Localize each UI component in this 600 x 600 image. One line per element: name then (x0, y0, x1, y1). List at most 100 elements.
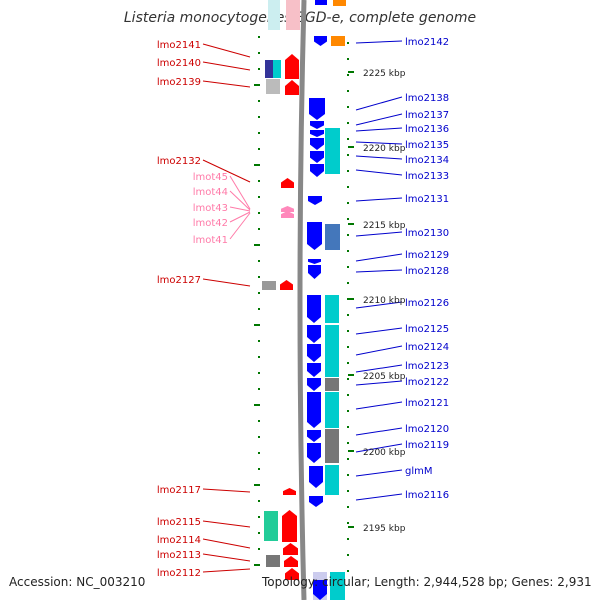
gene-label-right: lmo2128 (405, 266, 449, 277)
gene-label-left: lmot44 (193, 187, 228, 198)
leader-line (355, 269, 403, 273)
reverse-gene-arrow (310, 130, 324, 137)
gene-label-left: lmo2117 (157, 485, 201, 496)
forward-gene-arrow (284, 556, 298, 567)
leader-line (202, 43, 251, 58)
leader-line (229, 190, 251, 211)
leader-line (202, 159, 251, 183)
leader-line (202, 61, 251, 71)
tick-mark (254, 404, 260, 406)
gene-label-right: lmo2133 (405, 171, 449, 182)
leader-line (355, 96, 403, 111)
gene-label-right: lmo2137 (405, 110, 449, 121)
gene-label-left: lmo2115 (157, 517, 201, 528)
reverse-gene-arrow (308, 196, 322, 205)
forward-gene-arrow (283, 543, 298, 555)
gene-label-left: lmo2113 (157, 550, 201, 561)
cog-box (325, 224, 340, 250)
leader-line (202, 80, 251, 88)
gene-label-right: lmo2131 (405, 194, 449, 205)
leader-line (202, 488, 251, 493)
cog-box (325, 325, 339, 377)
tick-mark (258, 420, 260, 422)
leader-lines (202, 40, 403, 573)
cog-box (268, 0, 280, 30)
tick-mark (258, 516, 260, 518)
leader-line (355, 380, 403, 386)
kbp-label: 2220 kbp (363, 144, 406, 154)
leader-line (355, 253, 403, 262)
tick-mark (347, 554, 349, 556)
reverse-gene-arrow (314, 36, 327, 46)
forward-gene-arrow (281, 206, 294, 212)
kbp-tick (348, 298, 354, 300)
tick-mark (258, 436, 260, 438)
gene-label-left: lmo2139 (157, 77, 201, 88)
kbp-label: 2210 kbp (363, 296, 406, 306)
tick-mark (347, 282, 349, 284)
reverse-gene-arrow (307, 363, 321, 377)
cog-box (330, 572, 345, 600)
gene-label-left: lmo2127 (157, 275, 201, 286)
cog-box (325, 378, 339, 391)
forward-gene-arrow (281, 211, 294, 218)
tick-mark (258, 36, 260, 38)
leader-line (355, 345, 403, 356)
tick-mark (347, 170, 349, 172)
tick-mark (254, 484, 260, 486)
tick-mark (347, 346, 349, 348)
kbp-label: 2195 kbp (363, 524, 406, 534)
tick-mark (254, 324, 260, 326)
leader-line (229, 175, 251, 210)
tick-mark (347, 490, 349, 492)
tick-mark (347, 394, 349, 396)
cog-box (264, 511, 278, 541)
kbp-tick (348, 374, 354, 376)
kbp-tick (348, 71, 354, 73)
tick-mark (347, 138, 349, 140)
reverse-gene-arrow (309, 466, 323, 488)
gene-label-right: lmo2123 (405, 361, 449, 372)
tick-mark (258, 372, 260, 374)
leader-line (229, 211, 251, 223)
tick-mark (258, 356, 260, 358)
kbp-label: 2200 kbp (363, 448, 406, 458)
gene-label-left: lmo2132 (157, 156, 201, 167)
leader-line (229, 212, 251, 240)
tick-mark (347, 218, 349, 220)
leader-line (355, 493, 403, 501)
cog-box (262, 281, 276, 290)
kbp-label: 2215 kbp (363, 221, 406, 231)
tick-mark (347, 42, 349, 44)
tick-mark (258, 548, 260, 550)
forward-gene-arrow (282, 510, 297, 542)
gene-label-right: glmM (405, 466, 433, 477)
reverse-gene-arrow (310, 164, 324, 177)
tick-mark (347, 202, 349, 204)
gene-label-right: lmo2120 (405, 424, 449, 435)
tick-mark (347, 570, 349, 572)
reverse-gene-arrow (307, 222, 322, 250)
forward-gene-arrow (285, 80, 299, 95)
reverse-gene-arrow (307, 295, 321, 323)
tick-mark (258, 116, 260, 118)
leader-line (355, 197, 403, 202)
cog-box (325, 128, 340, 174)
reverse-gene-arrow (307, 430, 321, 442)
leader-line (355, 443, 403, 453)
gene-label-left: lmot43 (193, 203, 228, 214)
tick-mark (347, 474, 349, 476)
ticks-left (254, 36, 260, 566)
gene-label-left: lmo2114 (157, 535, 201, 546)
gene-label-left: lmo2140 (157, 58, 201, 69)
tick-mark (258, 228, 260, 230)
tick-mark (347, 506, 349, 508)
leader-line (355, 427, 403, 436)
cog-box (266, 555, 280, 567)
cog-box (325, 295, 339, 323)
reverse-gene-arrow (310, 151, 324, 163)
gene-label-right: lmo2135 (405, 140, 449, 151)
kbp-label: 2205 kbp (363, 372, 406, 382)
